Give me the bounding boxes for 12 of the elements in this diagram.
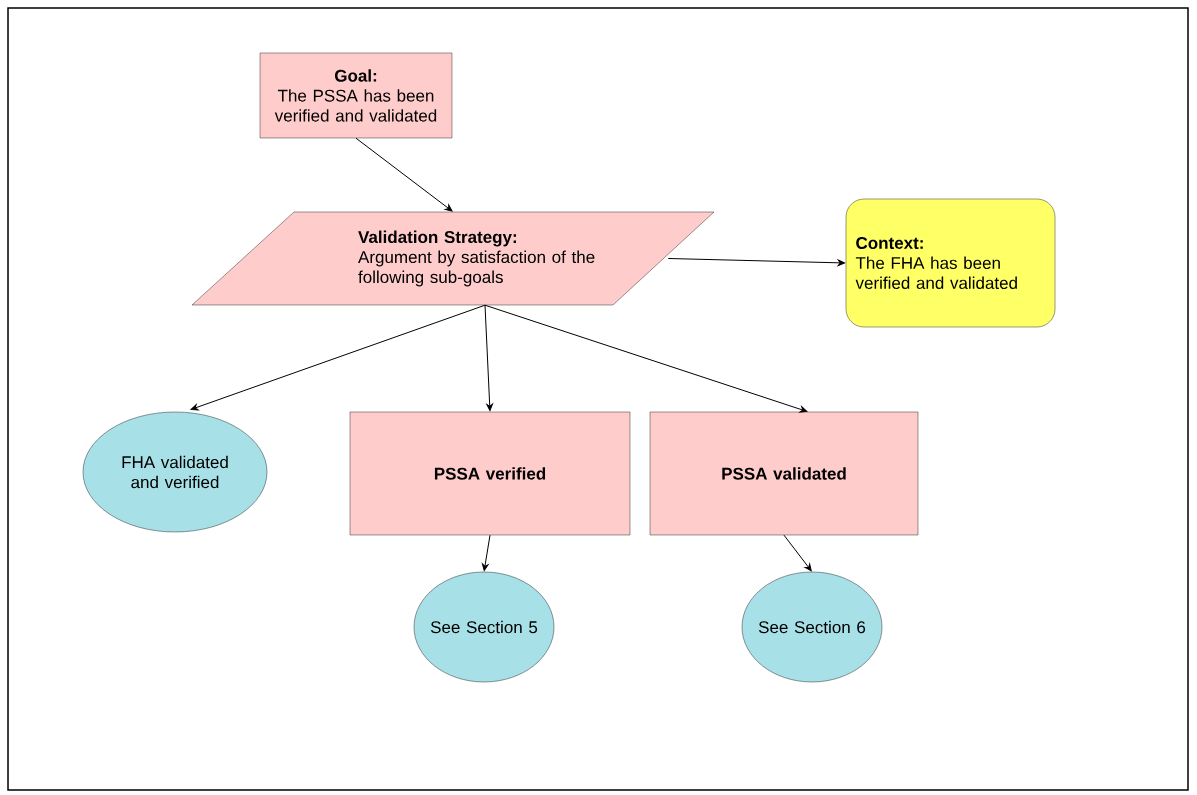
arrow: [484, 304, 808, 413]
arrow: [481, 534, 491, 572]
context-box: Context: The FHA has been verified and validated: [845, 198, 1056, 328]
goal-box: Goal: The PSSA has been verified and validated: [259, 52, 453, 139]
strategy-parallelogram: Validation Strategy: Argument by satisfaction of the following sub-goals: [191, 211, 715, 306]
arrow: [355, 137, 453, 212]
arrow: [667, 258, 846, 267]
arrow: [484, 304, 493, 412]
arrow: [190, 304, 486, 411]
goal-box: PSSA validated: [649, 411, 919, 536]
arrow: [783, 534, 812, 572]
goal-box: PSSA verified: [349, 411, 631, 536]
